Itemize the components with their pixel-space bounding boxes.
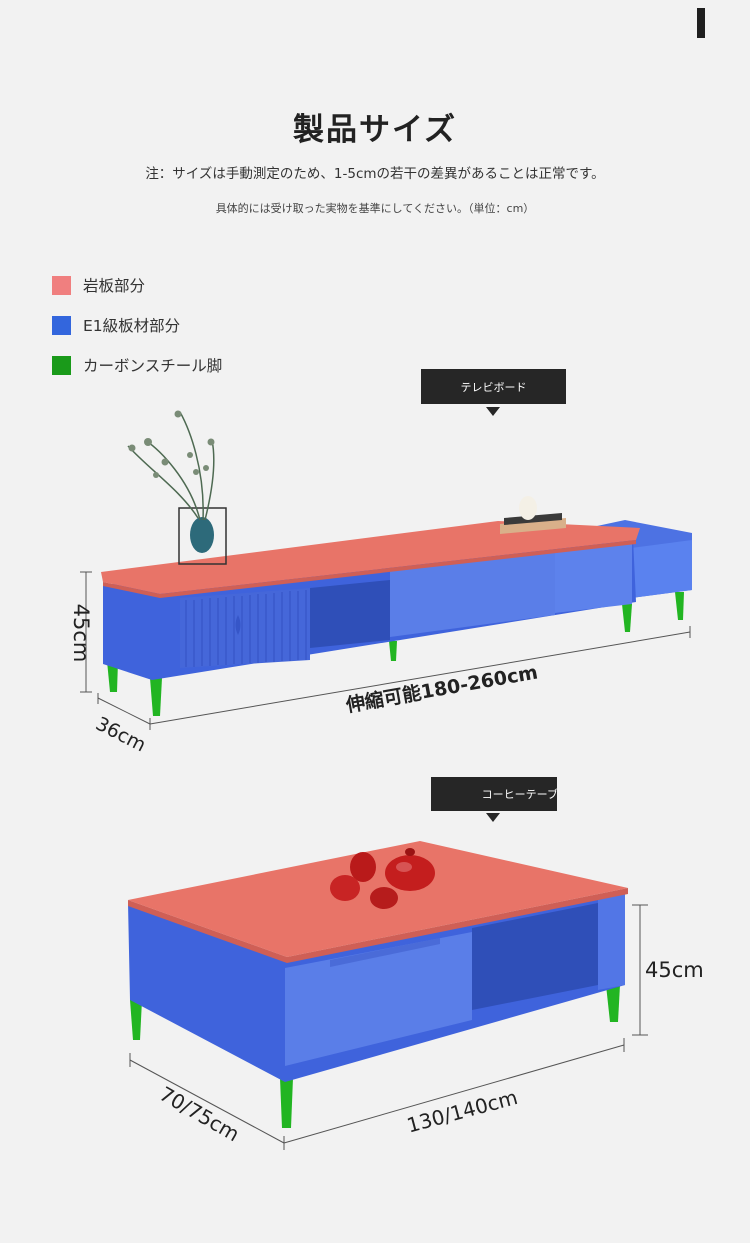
- ct-leg-left: [130, 1000, 142, 1040]
- tv-right-drawer-1: [390, 552, 555, 637]
- ct-leg-front: [280, 1078, 293, 1128]
- tv-width-label: 伸縮可能180-260cm: [343, 660, 539, 717]
- tv-leg-front-left: [107, 661, 118, 692]
- coffee-table-tag-label: コーヒーテーブル: [481, 788, 557, 801]
- tv-board-tag: テレビボード: [421, 369, 566, 404]
- page-title: 製品サイズ: [292, 112, 458, 148]
- legend-item-board: E1級板材部分: [52, 315, 180, 335]
- tv-board-illustration: 45cm 36cm 伸縮可能180-260cm: [69, 410, 692, 757]
- tv-drawer-ribs: [185, 590, 307, 667]
- coffee-table-illustration: 45cm 70/75cm 130/140cm: [128, 841, 704, 1150]
- board-swatch: [52, 315, 71, 335]
- coffee-table-tag: コーヒーテーブル: [431, 777, 557, 811]
- ct-width-label: 130/140cm: [404, 1085, 520, 1138]
- legend-label: カーボンスチール脚: [83, 357, 223, 375]
- legend-item-stone: 岩板部分: [52, 275, 145, 295]
- ct-leg-right: [606, 985, 620, 1022]
- tv-leg-middle: [389, 641, 397, 661]
- tv-left-drawer: [180, 588, 310, 668]
- legend-label: E1級板材部分: [83, 317, 181, 335]
- tv-leg-front-right: [150, 678, 162, 716]
- books: [500, 518, 566, 534]
- tv-board-tag-label: テレビボード: [460, 380, 527, 394]
- tv-dimension-lines: [80, 571, 691, 730]
- red-glass-set: [330, 848, 435, 909]
- ornament: [519, 496, 537, 520]
- tv-right-drawer-2: [555, 541, 632, 613]
- ct-dimension-lines: [129, 904, 648, 1150]
- tv-stone-top: [101, 521, 640, 594]
- plant-leaves: [128, 410, 215, 478]
- legend-item-steel: カーボンスチール脚: [52, 355, 222, 375]
- ct-side-panel: [598, 894, 625, 990]
- tv-height-label: 45cm: [69, 604, 93, 663]
- vase: [190, 517, 214, 553]
- book-top: [504, 513, 562, 525]
- stone-swatch: [52, 275, 71, 295]
- tv-leg-back: [622, 604, 632, 632]
- coffee-tag-pointer-icon: [486, 813, 500, 822]
- corner-mark: [697, 8, 705, 38]
- plant-stems: [127, 411, 215, 521]
- ct-height-label: 45cm: [645, 958, 704, 982]
- size-note: 注：サイズは手動測定のため、1-5cmの若干の差異があることは正常です。: [145, 166, 605, 182]
- ct-drawer-handle: [330, 938, 440, 967]
- tv-tag-pointer-icon: [486, 407, 500, 416]
- ct-open-shelf: [472, 903, 598, 1010]
- tv-leg-right: [675, 592, 684, 620]
- tv-drawer-handle: [235, 615, 241, 635]
- steel-swatch: [52, 355, 71, 375]
- tv-open-shelf: [310, 580, 390, 648]
- legend-label: 岩板部分: [83, 277, 146, 295]
- unit-note: 具体的には受け取った実物を基準にしてください。（単位：cm）: [215, 202, 535, 215]
